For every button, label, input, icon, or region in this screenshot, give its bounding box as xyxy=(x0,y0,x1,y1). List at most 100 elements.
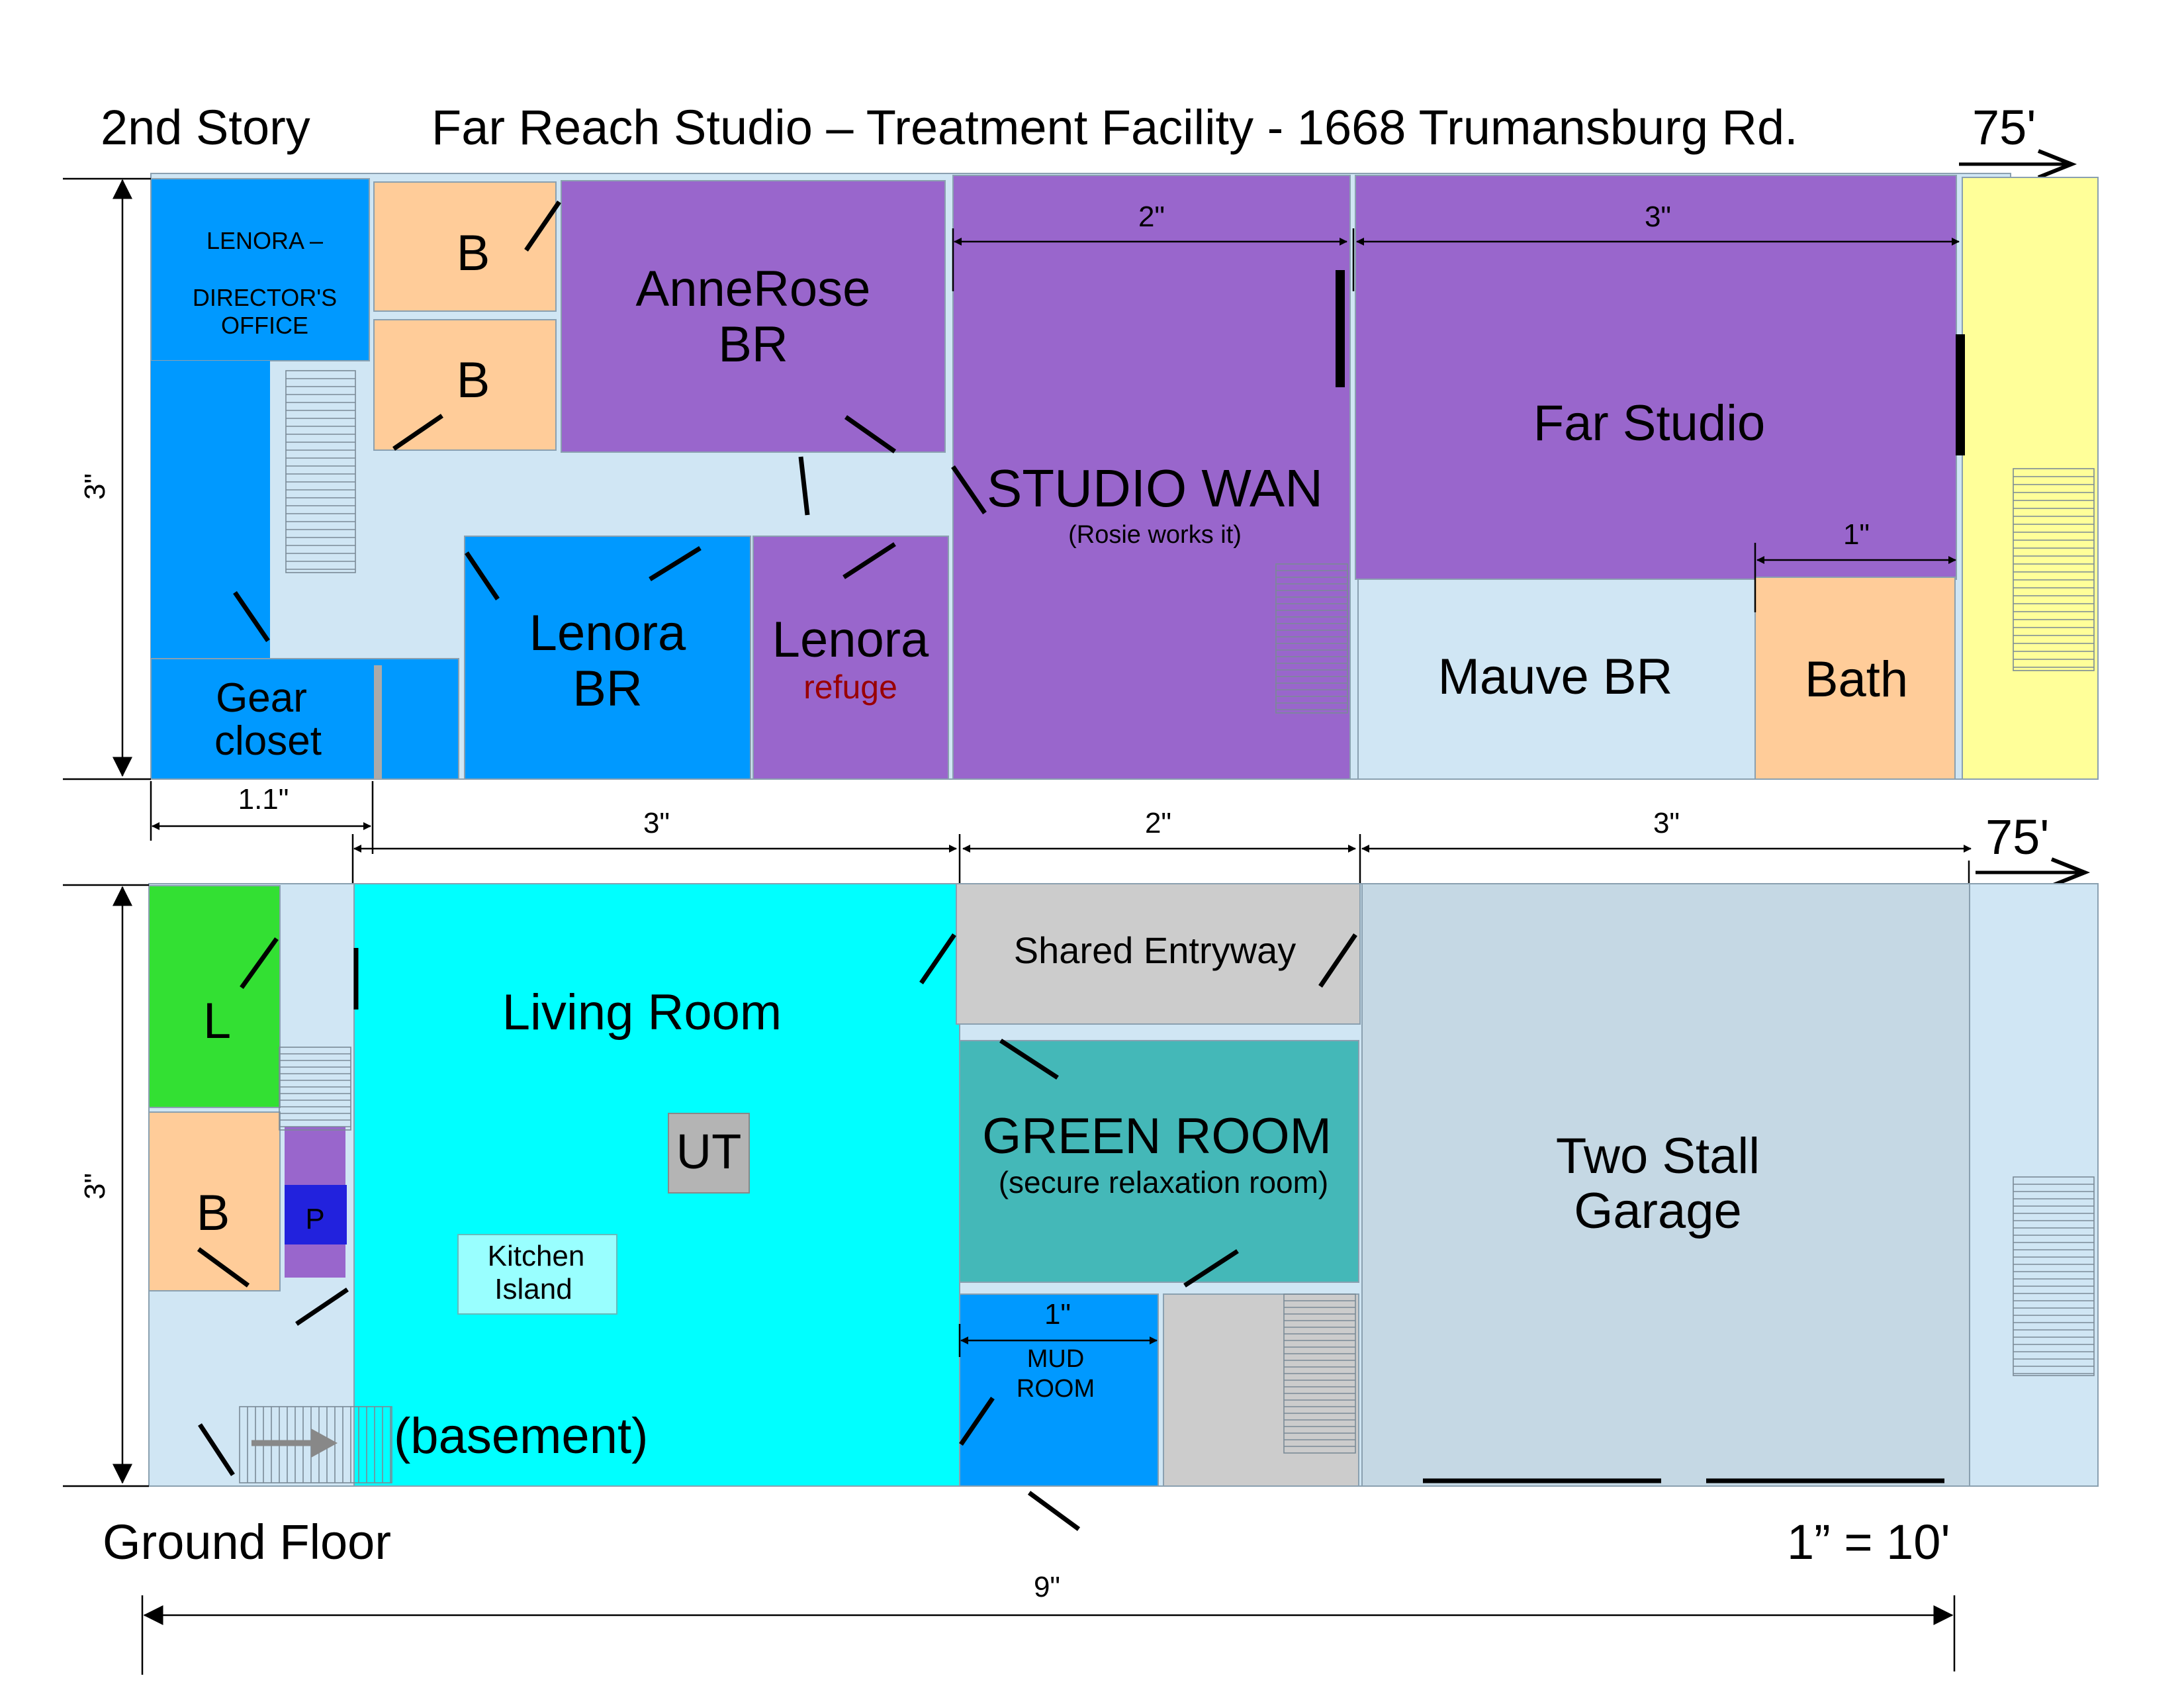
bath-b2-room xyxy=(373,319,557,451)
length-lower-label: 75' xyxy=(1985,810,2049,865)
door xyxy=(392,414,443,451)
ground-stair-mud xyxy=(1283,1293,1356,1454)
door xyxy=(197,1247,250,1288)
ut-box xyxy=(668,1113,750,1194)
garage-label: Two Stall xyxy=(1556,1128,1760,1184)
upper-stair-studio xyxy=(1275,563,1348,714)
gear-closet-label: Gear xyxy=(216,675,307,721)
door xyxy=(999,1039,1059,1080)
far-studio-width: 3" xyxy=(1645,201,1671,233)
door xyxy=(842,542,896,579)
scale-label: 1” = 10' xyxy=(1787,1515,1950,1570)
lenora-office-label: LENORA – xyxy=(206,227,323,254)
shared-entryway xyxy=(956,883,1361,1025)
mud-room xyxy=(959,1293,1159,1487)
yellow-strip xyxy=(1962,177,2099,780)
height-upper: 3" xyxy=(79,473,111,500)
entry-width: 2" xyxy=(1145,807,1171,839)
mud-room-label: MUD xyxy=(1027,1345,1085,1373)
ground-stair-left xyxy=(279,1047,351,1131)
mauve-br-label: Mauve BR xyxy=(1438,649,1673,705)
door xyxy=(798,456,810,516)
mauve-br xyxy=(1357,579,1756,780)
far-studio-label: Far Studio xyxy=(1533,395,1766,451)
length-upper-label: 75' xyxy=(1972,100,2036,155)
green-room xyxy=(959,1040,1359,1283)
height-lower: 3" xyxy=(79,1173,111,1199)
total-width: 9" xyxy=(1034,1571,1060,1603)
studio-wan xyxy=(952,175,1351,780)
laundry-label: L xyxy=(203,993,231,1049)
lenora-br xyxy=(464,536,751,780)
bath-b1-room xyxy=(373,181,557,312)
studio-wan-label: STUDIO WAN xyxy=(987,459,1323,518)
door xyxy=(1027,1491,1081,1531)
stair-outline xyxy=(1275,563,1348,714)
stair-room xyxy=(1163,1293,1359,1487)
lenora-office xyxy=(150,178,370,361)
door xyxy=(295,1288,349,1326)
lenora-refuge-sublabel: refuge xyxy=(803,669,897,706)
annerose-label: AnneRose xyxy=(636,261,871,317)
gear-closet-label: closet xyxy=(214,718,322,764)
bath-b1-label: B xyxy=(457,225,490,281)
mud-room-label: ROOM xyxy=(1017,1375,1095,1403)
kitchen-island xyxy=(457,1234,617,1315)
upper-stair-right xyxy=(2013,468,2095,671)
shared-entry-label: Shared Entryway xyxy=(1014,929,1296,971)
door xyxy=(951,465,987,514)
door xyxy=(919,933,956,984)
garage xyxy=(1361,883,1970,1487)
stair-outline xyxy=(2013,468,2095,671)
basement-label: (basement) xyxy=(394,1408,648,1464)
garage-width: 3" xyxy=(1653,807,1680,839)
living-width: 3" xyxy=(643,807,670,839)
pantry-room xyxy=(285,1185,347,1244)
stair-outline xyxy=(285,370,356,573)
gear-width: 1.1" xyxy=(238,783,289,816)
pantry-label: P xyxy=(305,1203,324,1235)
second-story-label: 2nd Story xyxy=(101,100,310,155)
lenora-office-label: DIRECTOR'S xyxy=(193,284,337,311)
annerose-label: BR xyxy=(718,316,788,373)
ground-bath-label: B xyxy=(197,1185,230,1241)
studio-wan-width: 2" xyxy=(1138,201,1165,233)
green-room-label: GREEN ROOM xyxy=(982,1108,1332,1164)
door xyxy=(233,591,270,642)
lenora-refuge xyxy=(752,536,949,780)
gear-closet-divider xyxy=(374,665,382,779)
bath-width: 1" xyxy=(1843,518,1870,551)
lenora-br-label: Lenora xyxy=(529,605,686,661)
laundry-room xyxy=(148,885,281,1108)
door xyxy=(1318,933,1357,988)
door xyxy=(959,1397,995,1446)
ground-floor-plan: L B P Living Room UT Kitchen Island (bas… xyxy=(63,883,2099,1531)
stair-outline xyxy=(279,1047,351,1131)
length-upper-arrowhead xyxy=(2037,149,2077,179)
kitchen-label: Island xyxy=(494,1273,572,1305)
upper-bath-label: Bath xyxy=(1805,651,1908,708)
annerose-br xyxy=(561,180,946,453)
lenora-office-label: OFFICE xyxy=(221,312,308,339)
door xyxy=(198,1423,235,1476)
door xyxy=(844,415,897,453)
lenora-br-label: BR xyxy=(572,661,643,717)
length-lower-arrowhead xyxy=(2050,857,2091,888)
gear-closet xyxy=(150,658,459,780)
ut-label: UT xyxy=(676,1124,742,1179)
studio-wan-sublabel: (Rosie works it) xyxy=(1068,521,1242,549)
door xyxy=(649,546,702,581)
living-room xyxy=(353,883,960,1487)
bath-b2-label: B xyxy=(457,352,490,408)
door xyxy=(524,201,561,252)
lenora-refuge-label: Lenora xyxy=(772,612,929,668)
mud-width: 1" xyxy=(1044,1298,1071,1331)
door xyxy=(465,551,500,600)
door xyxy=(240,937,279,990)
main-title: Far Reach Studio – Treatment Facility - … xyxy=(432,100,1798,155)
upper-bath xyxy=(1754,577,1956,780)
ground-stair-right xyxy=(2013,1176,2095,1376)
ground-floor-label: Ground Floor xyxy=(103,1515,391,1570)
basement-arrowhead xyxy=(311,1429,338,1458)
